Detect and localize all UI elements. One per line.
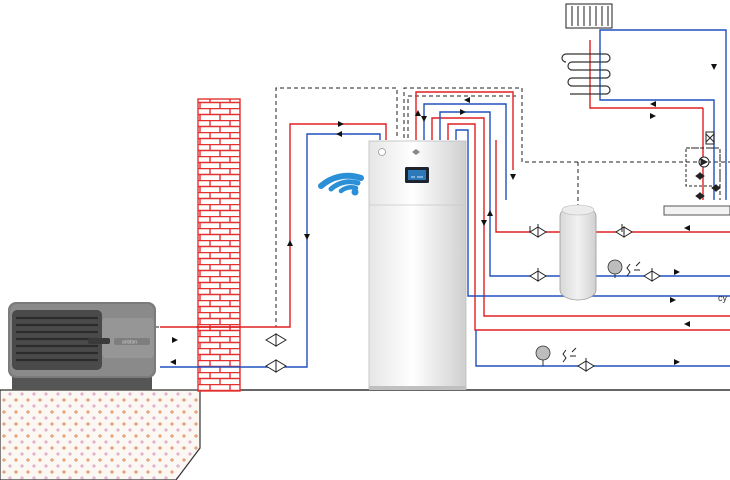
pressure-gauge-icon xyxy=(378,148,386,156)
indoor-cylinder-unit xyxy=(368,140,467,390)
flow-pipes xyxy=(160,40,730,331)
pump-manifold-group xyxy=(663,131,730,216)
radiator xyxy=(565,3,613,29)
brick-wall xyxy=(197,98,241,392)
underfloor-heating-coil xyxy=(561,53,611,95)
cold-water-label: cy xyxy=(718,293,728,303)
logo-mark-icon xyxy=(412,149,420,155)
dhw-expansion-vessel xyxy=(607,259,623,275)
heating-expansion-vessel xyxy=(535,345,551,361)
safety-valve-heating xyxy=(562,347,577,363)
expansion-vessels xyxy=(535,259,641,366)
valves xyxy=(265,224,661,373)
outdoor-heat-pump-unit: ariston xyxy=(8,302,156,390)
valve-hp-return xyxy=(265,359,287,373)
dhw-tank xyxy=(559,204,597,301)
ground xyxy=(0,389,730,480)
valve-dhw-out xyxy=(615,226,633,238)
wifi-icon xyxy=(318,172,364,196)
safety-valve-dhw xyxy=(626,261,641,277)
manifold-bar xyxy=(663,205,730,216)
outdoor-unit-brand: ariston xyxy=(122,340,137,346)
valve-hp-flow xyxy=(265,333,287,347)
flow-arrows xyxy=(170,64,717,365)
